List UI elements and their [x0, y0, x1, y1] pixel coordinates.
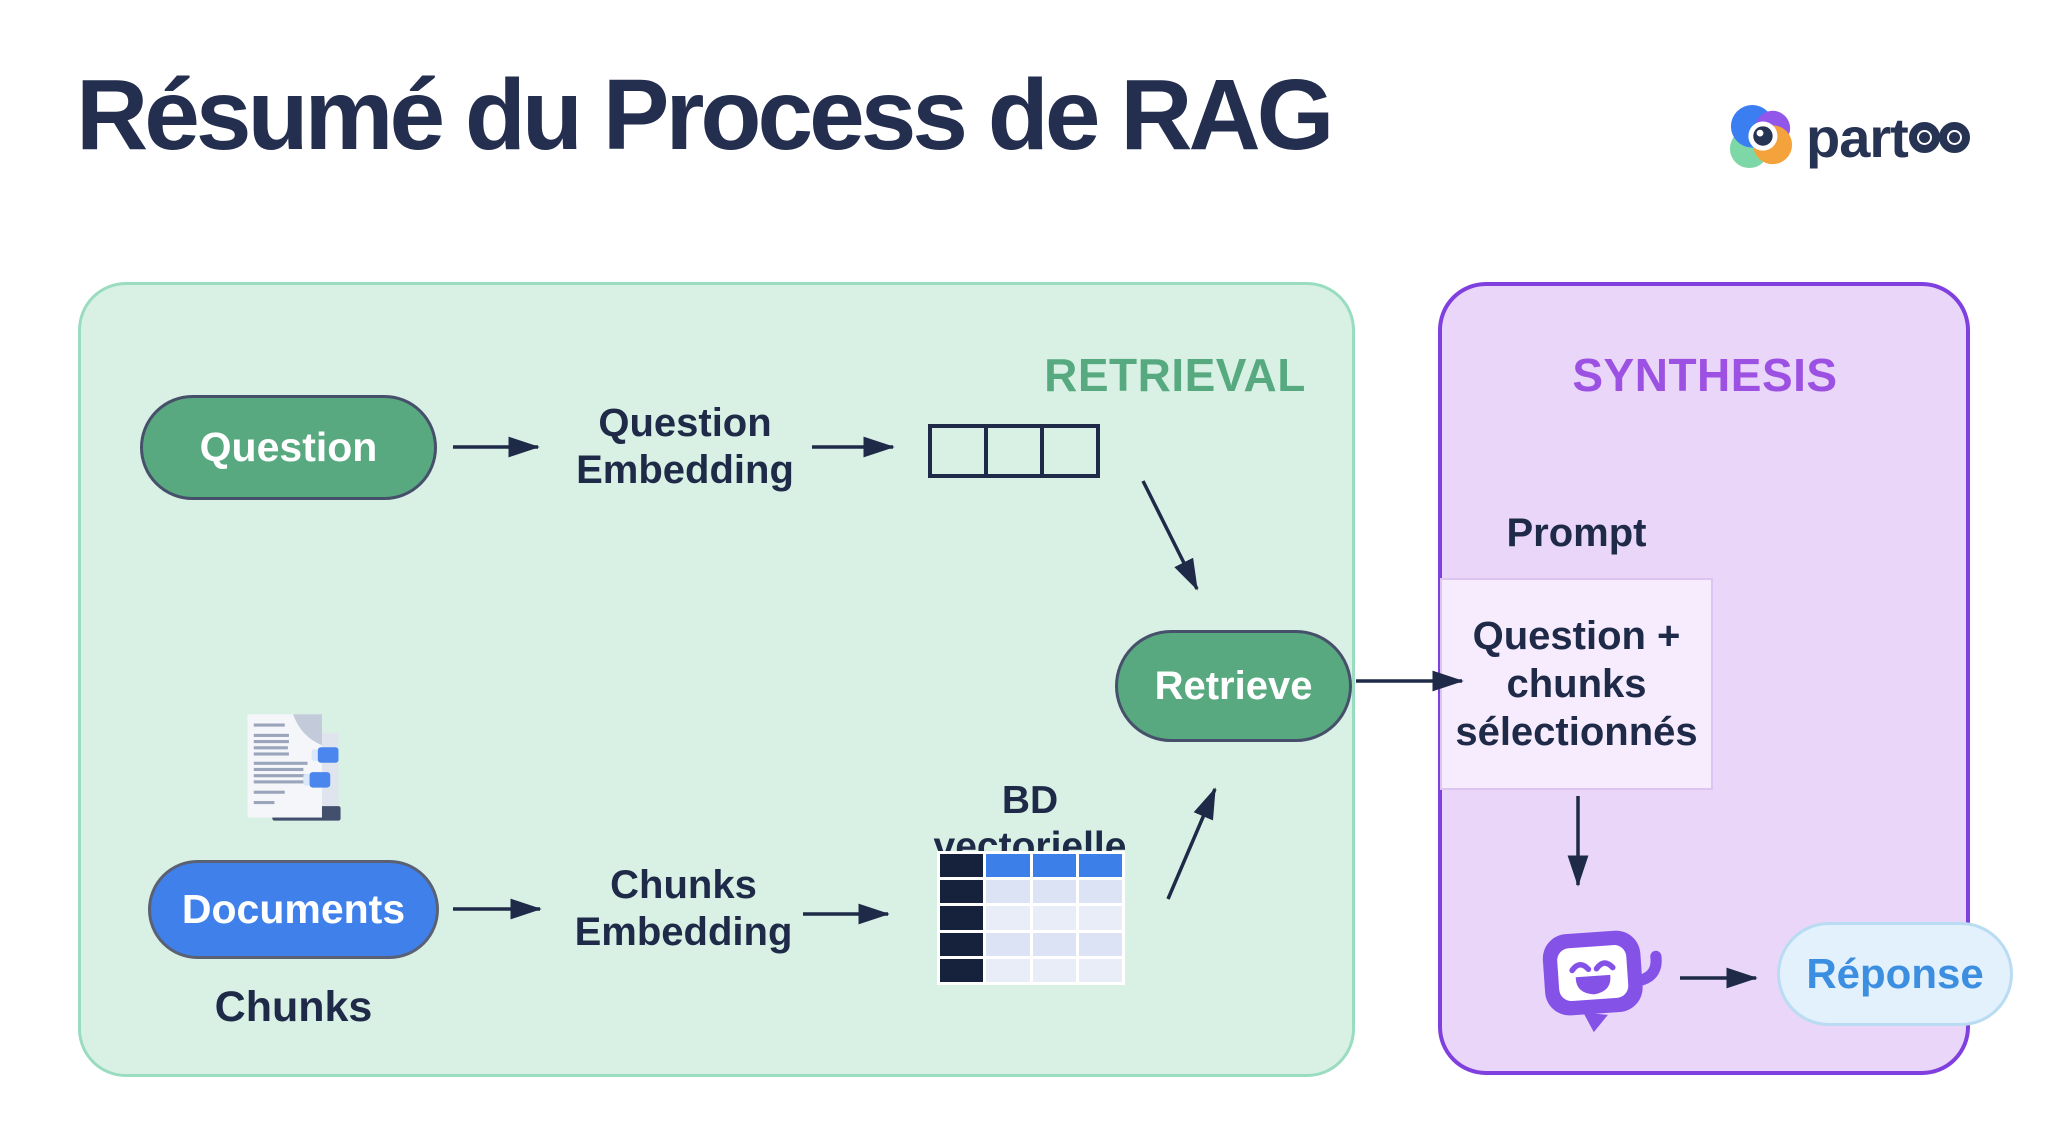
table-cell — [1032, 854, 1076, 878]
table-cell — [1032, 906, 1076, 930]
table-cell — [940, 906, 984, 930]
response-node-label: Réponse — [1806, 950, 1984, 997]
page-title: Résumé du Process de RAG — [76, 59, 1334, 171]
documents-icon — [247, 714, 341, 821]
documents-node-label: Documents — [181, 886, 406, 932]
chunks-caption: Chunks — [214, 983, 373, 1031]
prompt-box-line1: Question + — [1472, 614, 1681, 658]
partoo-wordmark-text: part — [1806, 105, 1909, 169]
table-cell — [1078, 880, 1122, 904]
question-embedding-vector — [928, 424, 1100, 478]
table-cell — [940, 958, 984, 982]
partoo-wordmark-o-eye — [1908, 121, 1940, 153]
vector-db-table — [937, 851, 1125, 985]
table-cell — [986, 906, 1030, 930]
vector-cell — [984, 428, 1040, 474]
table-cell — [986, 880, 1030, 904]
response-node: Réponse — [1777, 922, 2013, 1026]
table-cell — [1078, 854, 1122, 878]
prompt-box: Question + chunks sélectionnés — [1440, 578, 1713, 790]
question-embedding-label: Question Embedding — [545, 400, 825, 494]
question-node: Question — [140, 395, 437, 500]
question-embedding-line1: Question — [598, 401, 772, 445]
table-cell — [1032, 932, 1076, 956]
vector-cell — [932, 428, 984, 474]
chatbot-icon — [1542, 930, 1662, 1033]
vector-cell — [1040, 428, 1096, 474]
chunks-embedding-line2: Embedding — [574, 910, 793, 955]
chunks-embedding-line1: Chunks — [610, 863, 757, 907]
partoo-wordmark: part — [1806, 105, 1970, 170]
table-cell — [940, 932, 984, 956]
table-cell — [986, 932, 1030, 956]
table-cell — [986, 854, 1030, 878]
prompt-box-line2: chunks — [1506, 662, 1647, 706]
prompt-label: Prompt — [1506, 511, 1647, 555]
retrieve-node-label: Retrieve — [1154, 663, 1313, 708]
table-cell — [1032, 880, 1076, 904]
retrieve-node: Retrieve — [1115, 630, 1352, 742]
partoo-logo-icon — [1729, 104, 1793, 169]
prompt-box-line3: sélectionnés — [1455, 710, 1698, 754]
chunks-embedding-label: Chunks Embedding — [545, 862, 822, 956]
table-cell — [940, 880, 984, 904]
synthesis-heading: SYNTHESIS — [1572, 349, 1838, 401]
retrieval-heading: RETRIEVAL — [1044, 349, 1306, 401]
table-cell — [940, 854, 984, 878]
question-node-label: Question — [199, 424, 378, 470]
table-cell — [1078, 932, 1122, 956]
table-cell — [1078, 906, 1122, 930]
table-cell — [1032, 958, 1076, 982]
table-cell — [986, 958, 1030, 982]
partoo-wordmark-o-eye — [1938, 121, 1970, 153]
documents-node: Documents — [148, 860, 439, 959]
question-embedding-line2: Embedding — [576, 448, 794, 493]
table-cell — [1078, 958, 1122, 982]
partoo-logo: part — [1728, 104, 1970, 170]
